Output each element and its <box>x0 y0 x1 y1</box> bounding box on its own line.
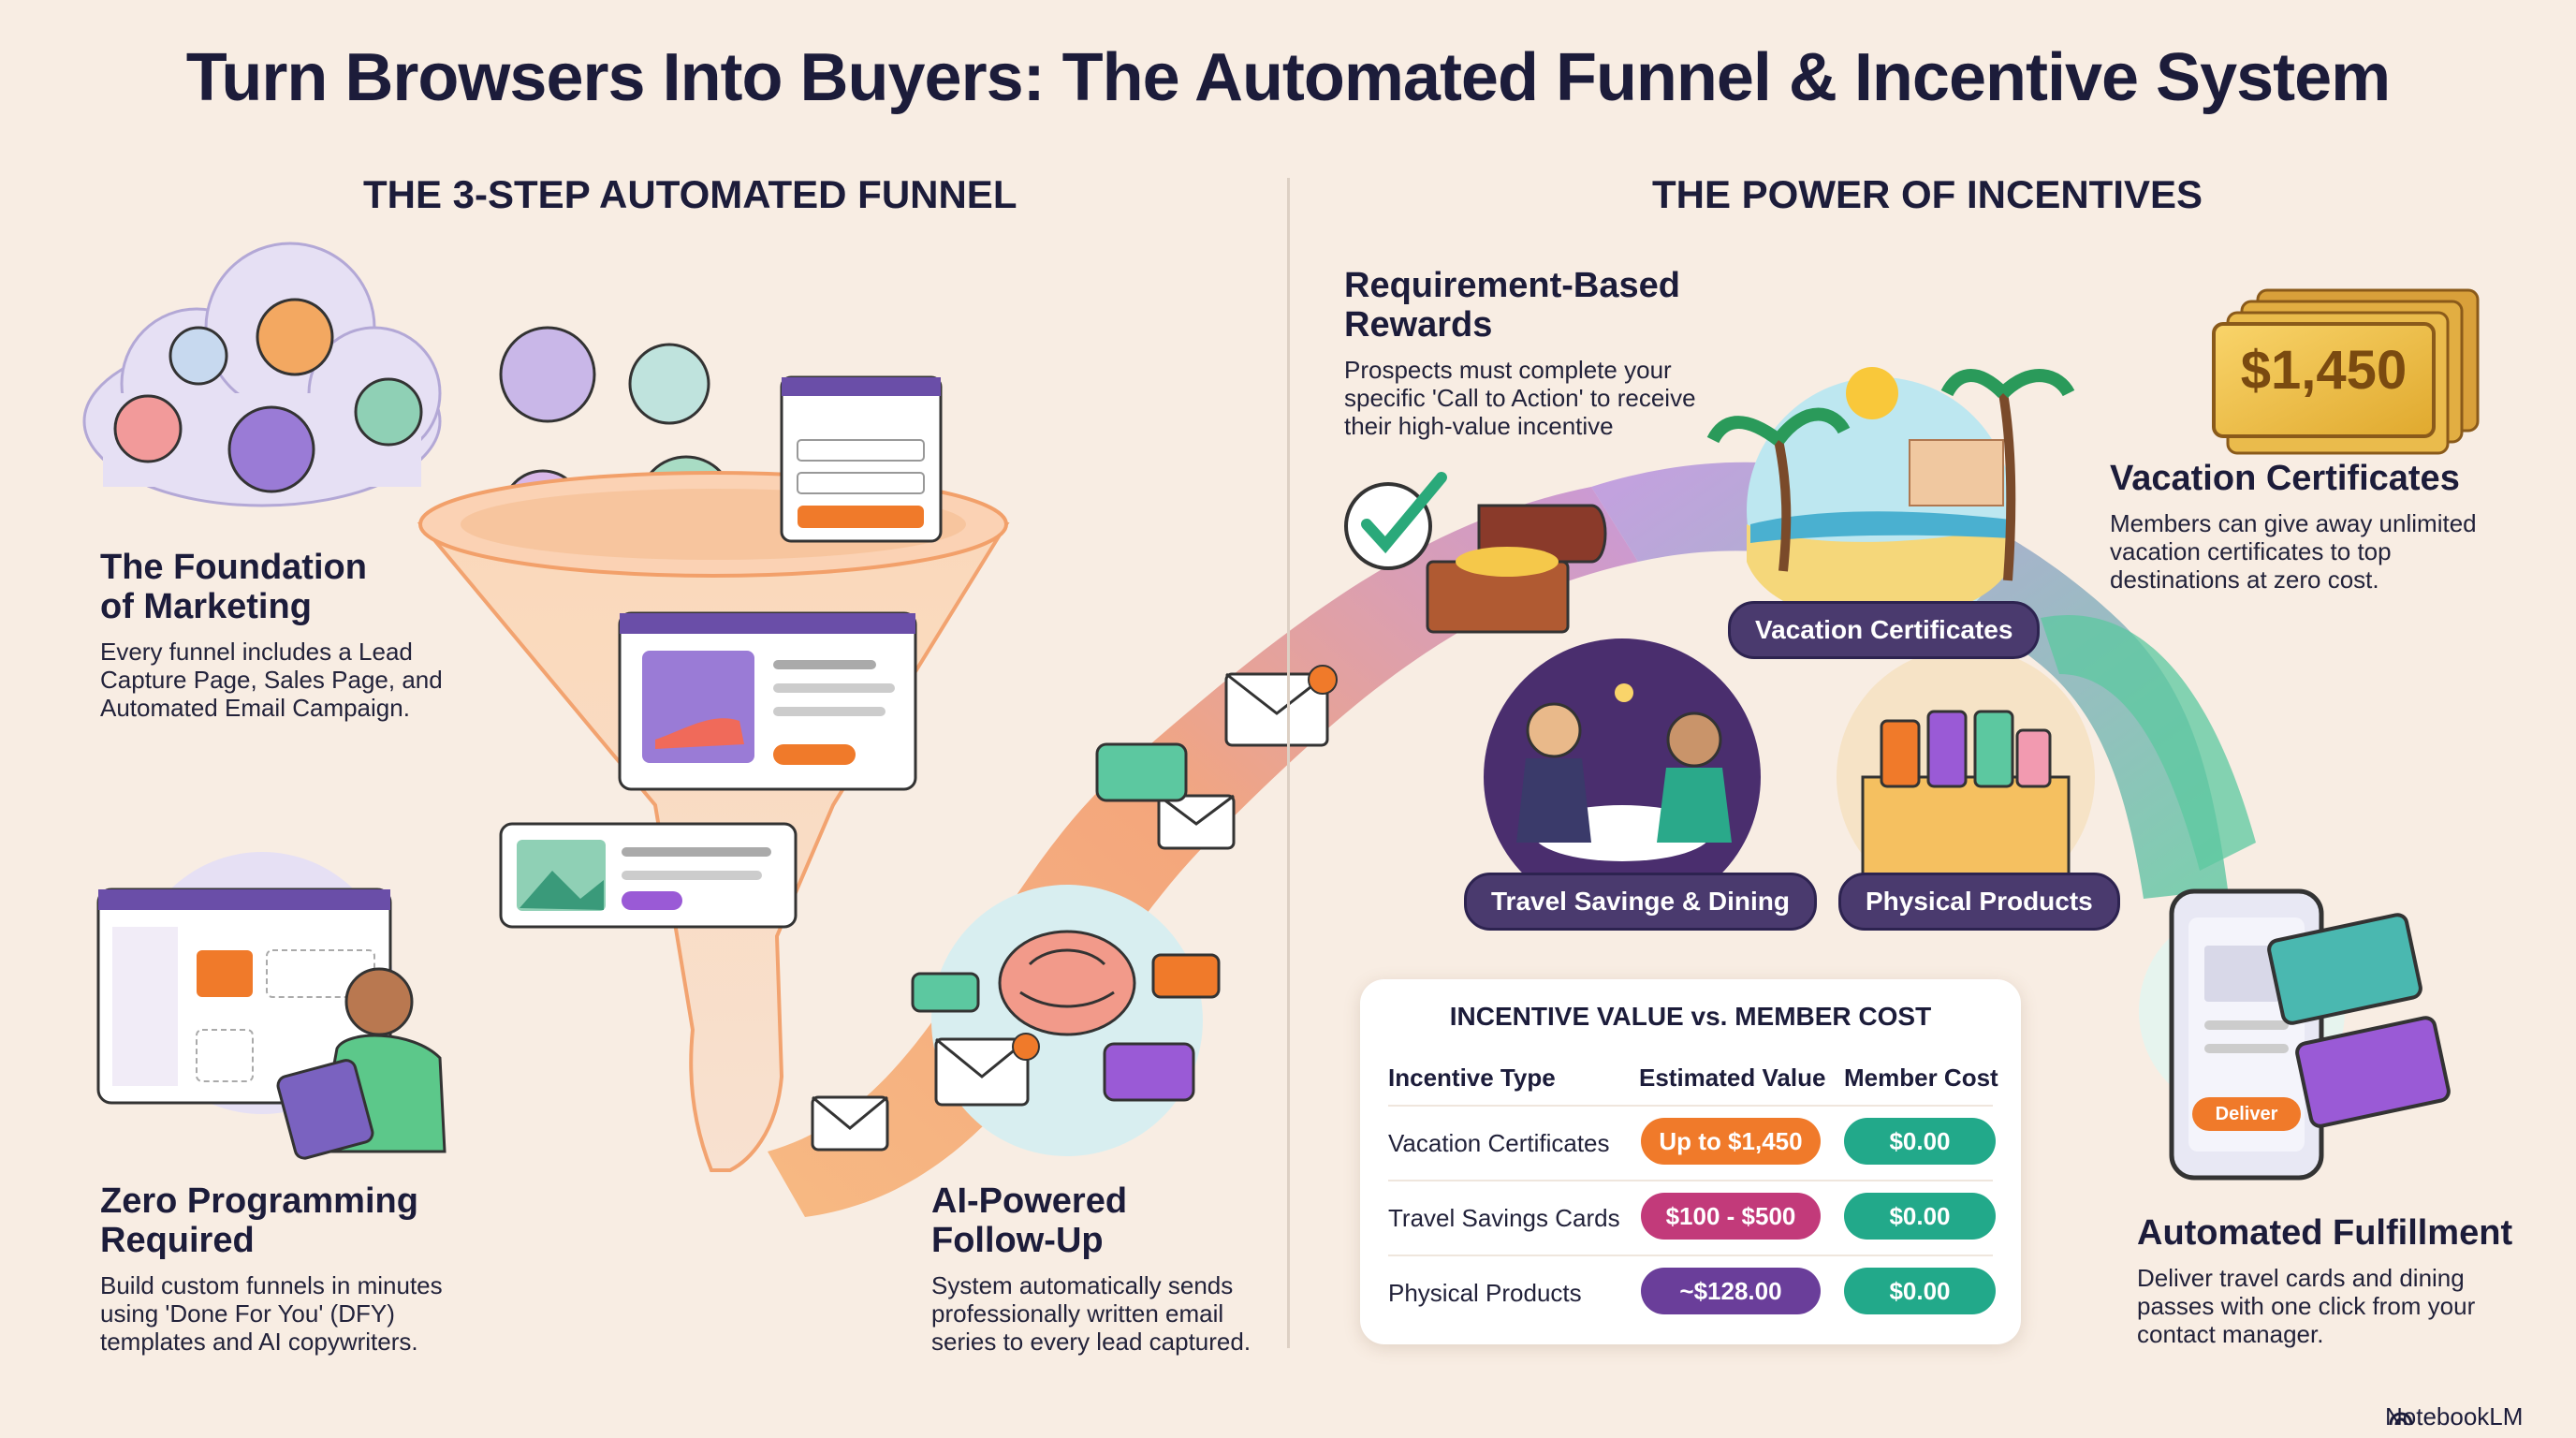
table-row-value: $100 - $500 <box>1641 1193 1821 1240</box>
chat-bubble-icon <box>1103 1042 1195 1102</box>
zero-programming-description: Build custom funnels in minutes using 'D… <box>100 1271 443 1356</box>
row-divider <box>1388 1255 1993 1256</box>
table-title: INCENTIVE VALUE vs. MEMBER COST <box>1449 1002 1932 1031</box>
fulfillment-description: Deliver travel cards and dining passes w… <box>2137 1264 2476 1348</box>
dinner-date-illustration <box>1484 638 1761 916</box>
checkmark-icon <box>1344 472 1447 570</box>
foundation-description: Every funnel includes a Lead Capture Pag… <box>100 638 443 722</box>
chat-bubble-icon <box>911 972 980 1013</box>
table-row-type: Physical Products <box>1388 1279 1582 1307</box>
table-row-type: Vacation Certificates <box>1388 1129 1610 1157</box>
ai-followup-description: System automatically sends professionall… <box>931 1271 1251 1356</box>
deliver-button[interactable]: Deliver <box>2192 1097 2301 1131</box>
chat-bubble-icon <box>1095 742 1188 802</box>
audience-cloud-icon <box>82 242 442 507</box>
fulfillment-block: Automated Fulfillment Deliver travel car… <box>2137 1213 2549 1348</box>
chat-bubble-icon <box>1151 953 1221 999</box>
table-row-value: ~$128.00 <box>1641 1268 1821 1314</box>
table-row-value: Up to $1,450 <box>1641 1118 1821 1165</box>
fulfillment-title: Automated Fulfillment <box>2137 1213 2513 1253</box>
vacation-certificates-block: Vacation Certificates Members can give a… <box>2110 459 2550 594</box>
travel-dining-pill: Travel Savinge & Dining <box>1464 873 1817 931</box>
email-envelope-icon <box>1157 794 1236 850</box>
travel-card-icon <box>2267 913 2422 1025</box>
table-row-cost: $0.00 <box>1844 1193 1996 1240</box>
ai-followup-block: AI-Powered Follow-Up System automaticall… <box>931 1181 1287 1356</box>
table-header-type: Incentive Type <box>1388 1064 1556 1092</box>
requirement-rewards-title: Requirement-Based Rewards <box>1344 266 1680 345</box>
vacation-certificates-description: Members can give away unlimited vacation… <box>2110 509 2477 594</box>
product-box-illustration <box>1837 648 2095 906</box>
table-header-cost: Member Cost <box>1844 1064 1998 1092</box>
row-divider <box>1388 1180 1993 1181</box>
lead-capture-page-icon <box>780 375 943 543</box>
email-envelope-icon <box>1224 665 1338 747</box>
zero-programming-title: Zero Programming Required <box>100 1181 418 1260</box>
funnel-builder-illustration <box>96 852 446 1160</box>
email-envelope-icon <box>811 1095 889 1152</box>
treasure-chest-icon <box>1426 504 1607 634</box>
physical-products-pill: Physical Products <box>1838 873 2120 931</box>
gold-certificate-icon <box>2212 288 2480 455</box>
notebooklm-brand: NotebookLM <box>2385 1402 2524 1431</box>
foundation-block: The Foundation of Marketing Every funnel… <box>100 548 493 722</box>
zero-programming-block: Zero Programming Required Build custom f… <box>100 1181 512 1356</box>
travel-card-icon <box>2295 1016 2451 1128</box>
requirement-rewards-block: Requirement-Based Rewards Prospects must… <box>1344 266 1737 440</box>
requirement-rewards-description: Prospects must complete your specific 'C… <box>1344 356 1696 440</box>
table-row-cost: $0.00 <box>1844 1268 1996 1314</box>
section-divider <box>1287 178 1290 1348</box>
email-envelope-icon <box>934 1033 1040 1107</box>
foundation-title: The Foundation of Marketing <box>100 548 367 626</box>
lead-avatar-icon <box>628 343 710 425</box>
sales-page-icon <box>618 611 917 791</box>
row-divider <box>1388 1105 1993 1107</box>
email-campaign-page-icon <box>499 822 798 929</box>
vacation-certificates-title: Vacation Certificates <box>2110 459 2460 498</box>
ai-brain-illustration <box>931 885 1203 1156</box>
table-row-type: Travel Savings Cards <box>1388 1204 1620 1232</box>
ai-followup-title: AI-Powered Follow-Up <box>931 1181 1128 1260</box>
notebooklm-logo-icon <box>2389 1412 2413 1426</box>
incentives-section-heading: THE POWER OF INCENTIVES <box>1652 172 2203 216</box>
funnel-section-heading: THE 3-STEP AUTOMATED FUNNEL <box>363 172 1017 216</box>
incentive-table: INCENTIVE VALUE vs. MEMBER COST Incentiv… <box>1360 979 2021 1344</box>
table-row-cost: $0.00 <box>1844 1118 1996 1165</box>
certificate-value: $1,450 <box>2240 340 2408 401</box>
vacation-certificates-pill: Vacation Certificates <box>1728 601 2041 659</box>
table-header-value: Estimated Value <box>1639 1064 1826 1092</box>
lead-avatar-icon <box>499 326 596 423</box>
page-title: Turn Browsers Into Buyers: The Automated… <box>185 40 2391 115</box>
beach-vacation-illustration <box>1706 367 2075 643</box>
